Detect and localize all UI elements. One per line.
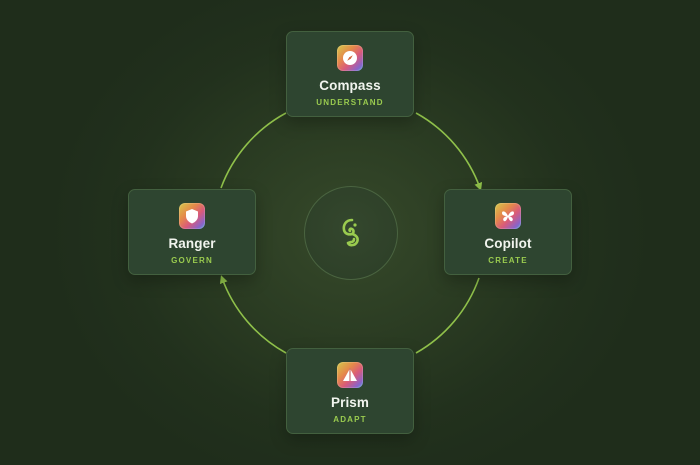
step-title: Ranger [168, 236, 216, 251]
step-card-ranger[interactable]: Ranger GOVERN [128, 189, 256, 275]
step-card-compass[interactable]: Compass UNDERSTAND [286, 31, 414, 117]
butterfly-icon [495, 203, 521, 229]
step-title: Copilot [484, 236, 532, 251]
step-subtitle: CREATE [488, 256, 528, 265]
step-subtitle: GOVERN [171, 256, 213, 265]
arrow-prism-to-ranger [219, 275, 287, 354]
arrow-compass-to-copilot [415, 112, 483, 191]
center-logo [304, 186, 398, 280]
prism-icon [337, 362, 363, 388]
shield-icon [179, 203, 205, 229]
step-subtitle: UNDERSTAND [316, 98, 384, 107]
compass-icon [337, 45, 363, 71]
step-card-copilot[interactable]: Copilot CREATE [444, 189, 572, 275]
arc-copilot-to-prism [415, 277, 480, 354]
step-title: Compass [319, 78, 381, 93]
step-subtitle: ADAPT [333, 415, 367, 424]
chameleon-logo-icon [342, 218, 359, 247]
step-title: Prism [330, 395, 370, 410]
step-card-prism[interactable]: Prism ADAPT [286, 348, 414, 434]
arc-ranger-to-compass [220, 112, 287, 189]
